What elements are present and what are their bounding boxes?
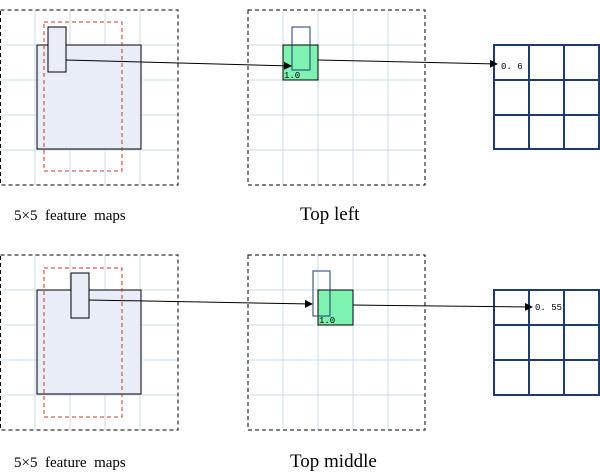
bin-detail-border-1: [247, 9, 426, 186]
output-grid-border-1: [493, 44, 600, 150]
feature-map-border-1: [0, 9, 179, 186]
feature-map-caption-1: 5×5 feature maps: [14, 208, 126, 224]
output-grid-border-2: [493, 289, 600, 396]
bin-outline-1: [291, 26, 311, 71]
bin-value-2: 1.0: [319, 316, 335, 326]
arrow-bin-to-output-2: [352, 302, 533, 311]
bin-caption-1: Top left: [300, 204, 360, 225]
bin-outline-2: [312, 270, 331, 317]
pooling-region-2: [43, 267, 123, 418]
feature-map-caption-2: 5×5 feature maps: [14, 455, 126, 471]
active-cell-2: [317, 289, 354, 326]
bin-detail-panel-2: 1.0: [247, 254, 426, 431]
bin-detail-border-2: [247, 254, 426, 431]
output-grid-2: 0. 55: [493, 289, 600, 396]
feature-map-panel-2: [0, 254, 179, 431]
sampling-bin-1: [47, 26, 67, 73]
arrow-feature-to-bin-2: [88, 299, 313, 308]
sampling-bin-2: [70, 272, 90, 319]
feature-map-border-2: [0, 254, 179, 431]
bin-value-1: 1.0: [284, 71, 300, 81]
bin-caption-2: Top middle: [290, 451, 377, 472]
bin-detail-grid-1: [248, 10, 425, 185]
arrow-feature-to-bin-1: [65, 59, 292, 70]
feature-map-panel-1: [0, 9, 179, 186]
bin-detail-grid-2: [248, 255, 425, 430]
pooling-region-1: [43, 21, 123, 172]
output-value-1: 0. 6: [501, 62, 523, 72]
output-grid-1: 0. 6: [493, 44, 600, 150]
row-2: 1.0 0. 55 5×5 feature maps Top middle: [0, 254, 600, 472]
arrow-bin-to-output-1: [317, 59, 498, 68]
bin-detail-panel-1: 1.0: [247, 9, 426, 186]
row-1: 1.0 0. 6 5×5 feature maps Top left: [0, 9, 600, 225]
output-value-2: 0. 55: [535, 303, 562, 313]
